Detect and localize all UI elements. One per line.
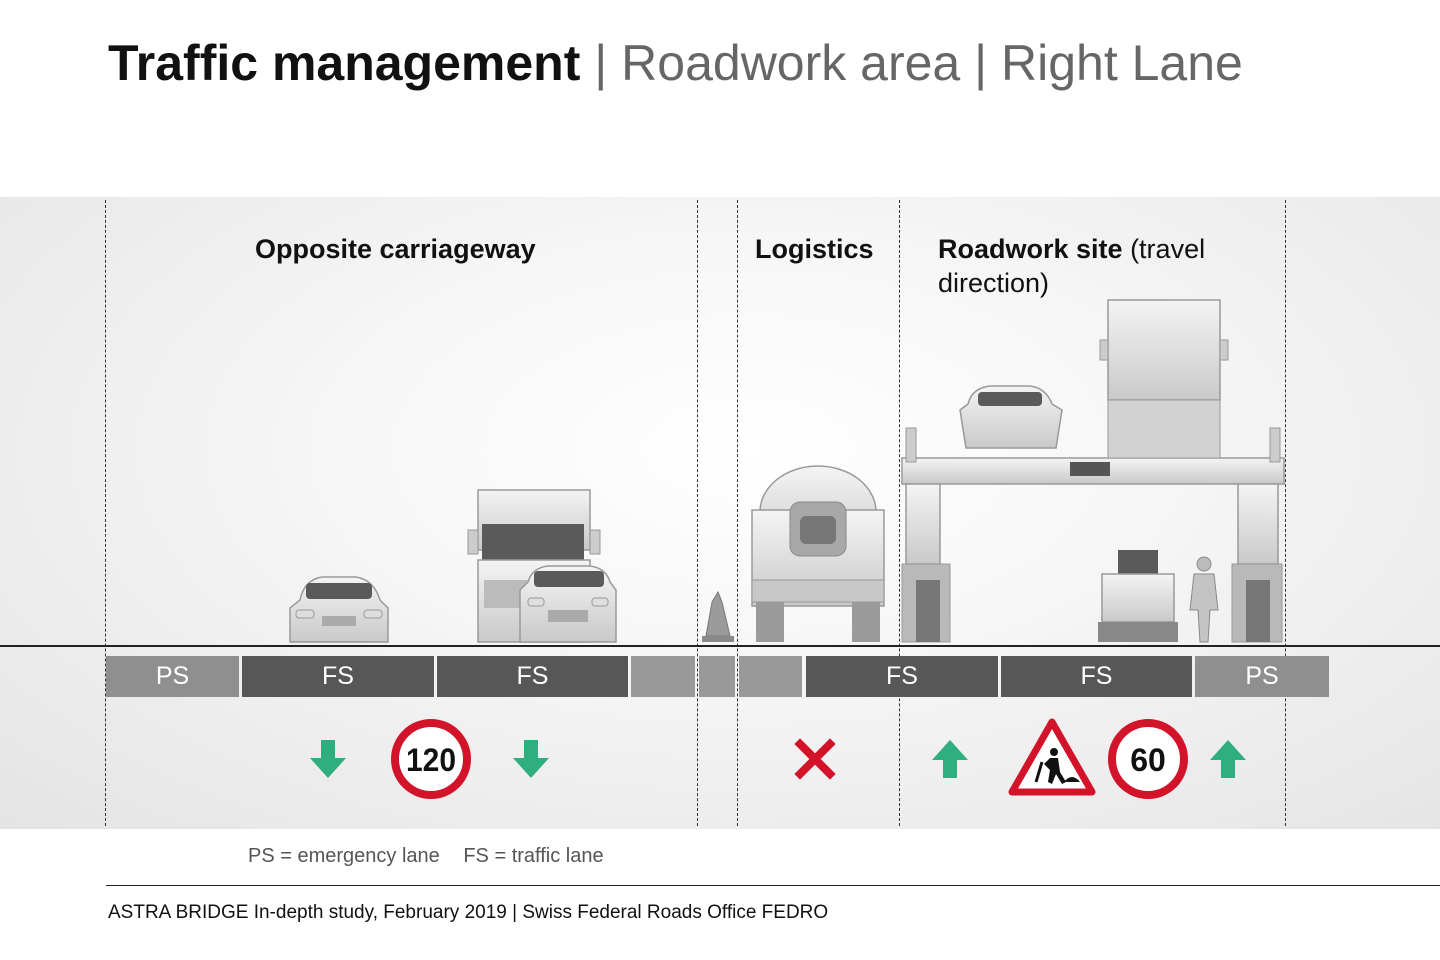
lane-segment: FS [242, 656, 434, 697]
lane-segment [631, 656, 695, 697]
car-icon [959, 385, 1063, 449]
svg-text:120: 120 [406, 742, 456, 778]
arrow-up-icon [1210, 740, 1246, 778]
speed-limit-icon: 120 [391, 719, 471, 799]
mixer-truck-icon [751, 465, 885, 642]
closed-lane-x-icon [794, 738, 836, 780]
divider-line [737, 200, 738, 826]
zone-label-logistics: Logistics [755, 234, 874, 264]
lane-segment [739, 656, 802, 697]
arrow-down-icon [513, 740, 549, 778]
footer-source: ASTRA BRIDGE In-depth study, February 20… [108, 902, 829, 923]
title-main: Traffic management [108, 35, 581, 91]
lane-segment [699, 656, 735, 697]
legend-fs: FS = traffic lane [463, 845, 604, 867]
roadwork-warning-icon [1008, 718, 1096, 796]
truck-icon [1099, 299, 1229, 459]
svg-text:60: 60 [1130, 742, 1166, 778]
divider-line [1285, 200, 1286, 826]
zone-label-roadwork-line2: direction) [938, 268, 1050, 298]
divider-line [899, 200, 900, 826]
zone-label-opposite: Opposite carriageway [255, 234, 536, 264]
lane-segment: PS [106, 656, 239, 697]
arrow-up-icon [932, 740, 968, 778]
page-title: Traffic management | Roadwork area | Rig… [108, 34, 1243, 92]
car-icon [519, 565, 617, 643]
arrow-down-icon [310, 740, 346, 778]
lane-segment: FS [806, 656, 998, 697]
worker-icon [1189, 556, 1219, 643]
vehicles-illustration [289, 299, 1285, 643]
car-icon [289, 576, 389, 643]
title-subtitle: | Roadwork area | Right Lane [594, 35, 1243, 91]
speed-limit-icon: 60 [1108, 719, 1188, 799]
road-surface-line [0, 645, 1440, 647]
zone-label-roadwork: Roadwork site (travel [938, 234, 1206, 264]
legend-ps: PS = emergency lane [248, 845, 440, 867]
divider-line [105, 200, 106, 826]
divider-line [697, 200, 698, 826]
footer-divider [106, 885, 1440, 886]
lane-segment: FS [1001, 656, 1192, 697]
bridge-gantry-icon [901, 427, 1285, 643]
road-machine-icon [1098, 550, 1178, 642]
lane-segment: FS [437, 656, 628, 697]
lane-legend: PS = emergency lane FS = traffic lane [248, 845, 622, 868]
lane-segment: PS [1195, 656, 1329, 697]
